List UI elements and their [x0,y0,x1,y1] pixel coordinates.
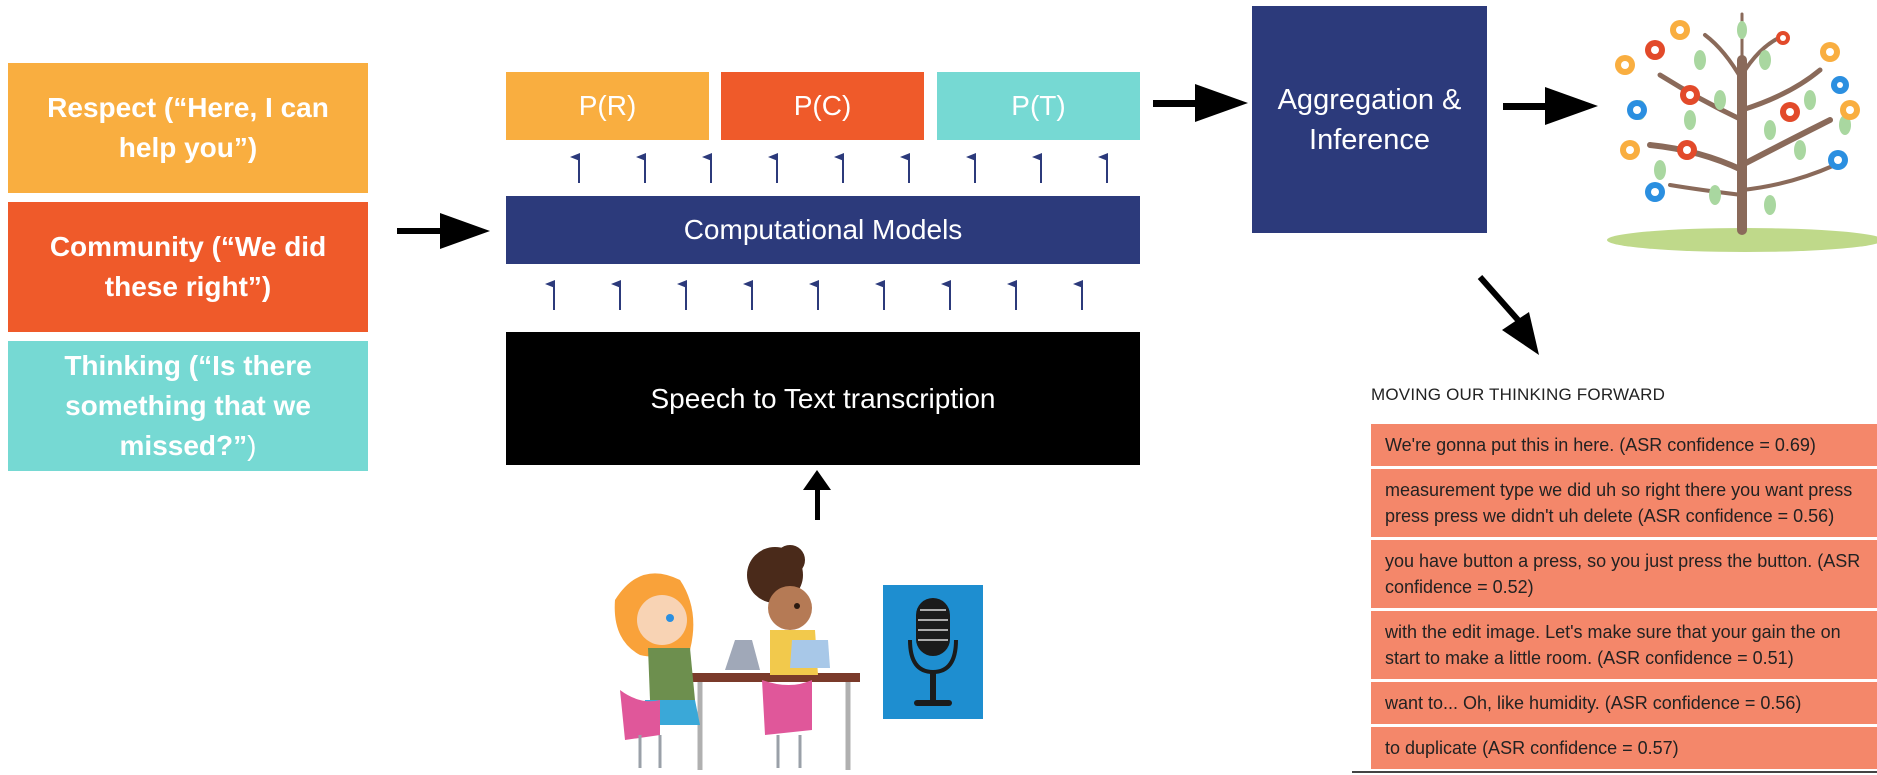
microphone-icon [883,585,983,719]
transcript-item: with the edit image. Let's make sure tha… [1371,611,1877,679]
norm-community-label: Community (“We did these right”) [49,231,327,302]
computational-models-box: Computational Models [506,196,1140,264]
tree-illustration [1607,12,1877,252]
aggregation-inference-label: Aggregation & Inference [1277,83,1462,156]
speech-to-text-box: Speech to Text transcription [506,332,1140,465]
transcript-panel[interactable]: We're gonna put this in here. (ASR confi… [1371,424,1877,772]
norm-respect-label: Respect (“Here, I can help you”) [47,92,329,163]
transcript-item: We're gonna put this in here. (ASR confi… [1371,424,1877,466]
arrow-aggregation-to-panel [1477,275,1539,355]
prob-community-box: P(C) [721,72,924,140]
arrow-aggregation-to-tree [1503,87,1598,125]
arrows-models-to-probabilities [570,153,1108,183]
panel-title: MOVING OUR THINKING FORWARD [1371,385,1666,404]
prob-thinking-label: P(T) [1011,90,1066,121]
prob-community-label: P(C) [793,90,852,121]
prob-thinking-box: P(T) [937,72,1140,140]
transcript-item: you have button a press, so you just pre… [1371,540,1877,608]
students-illustration [614,545,860,770]
transcript-item: to duplicate (ASR confidence = 0.57) [1371,727,1877,769]
speech-to-text-label: Speech to Text transcription [650,382,996,414]
panel-bottom-divider [1352,771,1877,773]
arrow-norms-to-models [397,213,490,249]
computational-models-label: Computational Models [683,214,963,245]
norm-thinking-label: Thinking (“Is there something that we mi… [64,350,312,461]
aggregation-inference-box: Aggregation & Inference [1252,6,1487,233]
prob-respect-label: P(R) [578,90,637,121]
arrows-speech-to-models [545,280,1083,310]
transcript-item: want to... Oh, like humidity. (ASR confi… [1371,682,1877,724]
norm-thinking-box: Thinking (“Is there something that we mi… [8,341,368,471]
arrow-students-to-speech [803,470,831,520]
prob-respect-box: P(R) [506,72,709,140]
norm-respect-box: Respect (“Here, I can help you”) [8,63,368,193]
arrow-probs-to-aggregation [1153,84,1248,122]
norm-community-box: Community (“We did these right”) [8,202,368,332]
transcript-item: measurement type we did uh so right ther… [1371,469,1877,537]
